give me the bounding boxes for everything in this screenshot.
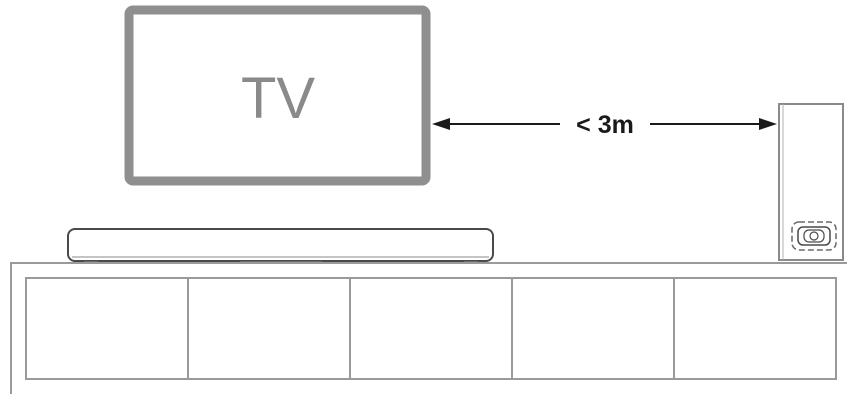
subwoofer-logo-icon bbox=[791, 221, 837, 251]
distance-arrow: < 3m bbox=[432, 111, 777, 139]
soundbar-body bbox=[67, 228, 494, 262]
tv: TV bbox=[124, 5, 431, 186]
distance-label: < 3m bbox=[576, 111, 634, 139]
arrow-head-right bbox=[759, 118, 777, 130]
arrow-head-left bbox=[432, 118, 450, 130]
subwoofer-body bbox=[778, 103, 844, 261]
tv-frame bbox=[124, 5, 431, 186]
soundbar bbox=[67, 228, 494, 264]
stand-drawer-5 bbox=[673, 277, 837, 380]
stand-drawer-2 bbox=[187, 277, 351, 380]
stand-drawer-3 bbox=[349, 277, 513, 380]
stand-drawer-1 bbox=[25, 277, 189, 380]
subwoofer bbox=[778, 103, 844, 261]
stand-drawer-4 bbox=[511, 277, 675, 380]
tv-stand bbox=[10, 262, 847, 394]
tv-label: TV bbox=[241, 66, 315, 131]
